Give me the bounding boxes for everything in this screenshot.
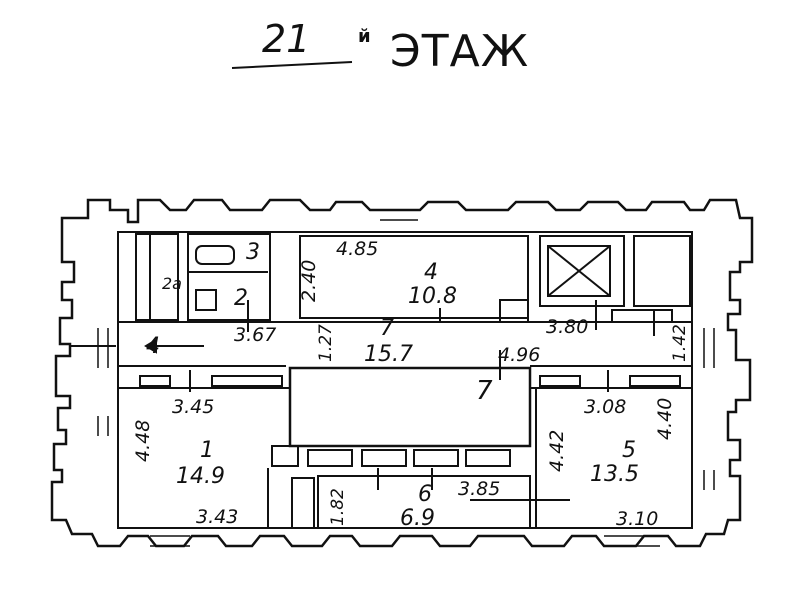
room-1-area: 14.9 xyxy=(176,464,225,489)
elevator-cab xyxy=(547,245,611,297)
column-left-mid xyxy=(271,445,299,467)
central-void xyxy=(288,366,532,448)
room-2a-number: 2а xyxy=(162,274,182,293)
dim-308: 3.08 xyxy=(584,396,627,418)
window-ladders xyxy=(97,209,715,547)
dim-367: 3.67 xyxy=(234,324,277,346)
dim-496: 4.96 xyxy=(498,344,541,366)
window-2 xyxy=(361,449,407,467)
sink-fixture xyxy=(195,289,217,311)
window-1 xyxy=(307,449,353,467)
room-1-number: 1 xyxy=(200,438,214,463)
elevator-block xyxy=(539,235,625,307)
dim-182: 1.82 xyxy=(328,488,348,526)
room-4-area: 10.8 xyxy=(408,284,457,309)
room-7-area: 15.7 xyxy=(364,342,413,367)
stair-right xyxy=(633,235,691,307)
room-6-number: 6 xyxy=(418,482,432,507)
dim-448: 4.48 xyxy=(132,419,154,462)
shaft-room6 xyxy=(291,477,315,529)
corridor-left-number: 4 xyxy=(146,334,160,359)
dim-127: 1.27 xyxy=(316,324,336,362)
dim-345: 3.45 xyxy=(172,396,215,418)
wc-fixture xyxy=(195,245,235,265)
dim-385: 3.85 xyxy=(458,478,501,500)
beam-right xyxy=(611,309,673,323)
room-5-number: 5 xyxy=(622,438,636,463)
arrow-head xyxy=(144,338,157,354)
dim-240: 2.40 xyxy=(298,259,320,302)
dim-142: 1.42 xyxy=(670,324,690,362)
floor-number-underline xyxy=(231,61,353,69)
room-6-wall xyxy=(317,475,531,529)
floor-word: ЭТАЖ xyxy=(390,26,530,77)
outer-wall xyxy=(50,198,754,548)
radiator-2 xyxy=(211,375,283,387)
dim-343: 3.43 xyxy=(196,506,239,528)
dim-310: 3.10 xyxy=(616,508,659,530)
room-3-number: 3 xyxy=(246,240,260,265)
room-7b-number: 7 xyxy=(476,376,493,406)
shaft-left xyxy=(135,233,179,321)
drawing-title: 21 й ЭТАЖ xyxy=(0,0,800,110)
radiator-4 xyxy=(629,375,681,387)
room-5-area: 13.5 xyxy=(590,462,639,487)
dim-442: 4.42 xyxy=(546,429,568,472)
room-2-number: 2 xyxy=(234,286,248,311)
dim-440: 4.40 xyxy=(654,397,676,440)
window-4 xyxy=(465,449,511,467)
radiator-3 xyxy=(539,375,581,387)
radiator-1 xyxy=(139,375,171,387)
dim-485: 4.85 xyxy=(336,238,379,260)
room-6-area: 6.9 xyxy=(400,506,435,531)
room-4-number: 4 xyxy=(424,260,438,285)
room-4-wall xyxy=(299,235,529,319)
dim-380: 3.80 xyxy=(546,316,589,338)
elevator-cross-b xyxy=(547,245,611,297)
room-2-3-block xyxy=(187,233,271,321)
room-7-number: 7 xyxy=(380,316,394,341)
window-3 xyxy=(413,449,459,467)
floor-number: 21 xyxy=(262,17,311,61)
floor-ordinal-suffix: й xyxy=(358,26,371,47)
